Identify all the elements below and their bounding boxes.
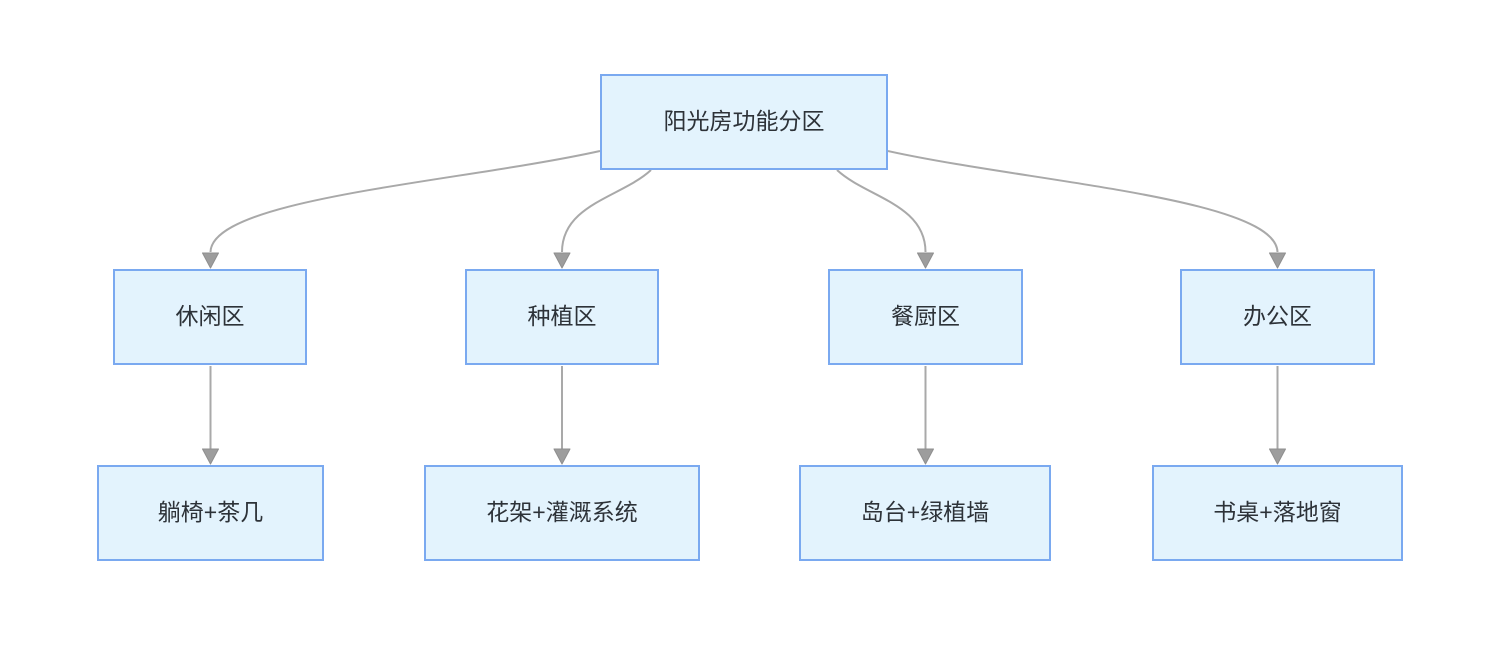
edge-root-leisure-area <box>209 150 601 253</box>
arrowhead-planting-area <box>553 252 571 269</box>
node-leisure-area-label: 休闲区 <box>175 303 245 330</box>
node-office-area-label: 办公区 <box>1243 303 1312 330</box>
arrowhead-planting-detail <box>553 448 571 465</box>
node-leisure-detail[interactable]: 躺椅+茶几 <box>97 465 324 561</box>
node-planting-detail[interactable]: 花架+灌溉系统 <box>424 465 700 561</box>
arrowhead-leisure-detail <box>202 448 219 465</box>
edge-root-planting-area <box>561 169 652 253</box>
arrowhead-office-area <box>1269 252 1286 269</box>
node-office-detail[interactable]: 书桌+落地窗 <box>1152 465 1403 561</box>
node-leisure-detail-label: 躺椅+茶几 <box>157 499 264 526</box>
node-dining-area-label: 餐厨区 <box>891 303 960 330</box>
node-office-area[interactable]: 办公区 <box>1180 269 1375 365</box>
node-planting-area[interactable]: 种植区 <box>465 269 659 365</box>
arrowhead-office-detail <box>1269 448 1286 465</box>
node-dining-area[interactable]: 餐厨区 <box>828 269 1023 365</box>
arrowhead-leisure-area <box>202 252 219 269</box>
arrowhead-dining-area <box>917 252 934 269</box>
node-leisure-area[interactable]: 休闲区 <box>113 269 307 365</box>
node-office-detail-label: 书桌+落地窗 <box>1213 499 1342 526</box>
edge-root-dining-area <box>836 169 927 253</box>
node-root[interactable]: 阳光房功能分区 <box>600 74 888 170</box>
node-dining-detail[interactable]: 岛台+绿植墙 <box>799 465 1051 561</box>
node-root-label: 阳光房功能分区 <box>663 108 825 135</box>
node-planting-detail-label: 花架+灌溉系统 <box>486 499 638 526</box>
arrowhead-dining-detail <box>917 448 934 465</box>
edge-root-office-area <box>887 150 1279 253</box>
node-planting-area-label: 种植区 <box>527 303 597 330</box>
node-dining-detail-label: 岛台+绿植墙 <box>860 499 990 526</box>
